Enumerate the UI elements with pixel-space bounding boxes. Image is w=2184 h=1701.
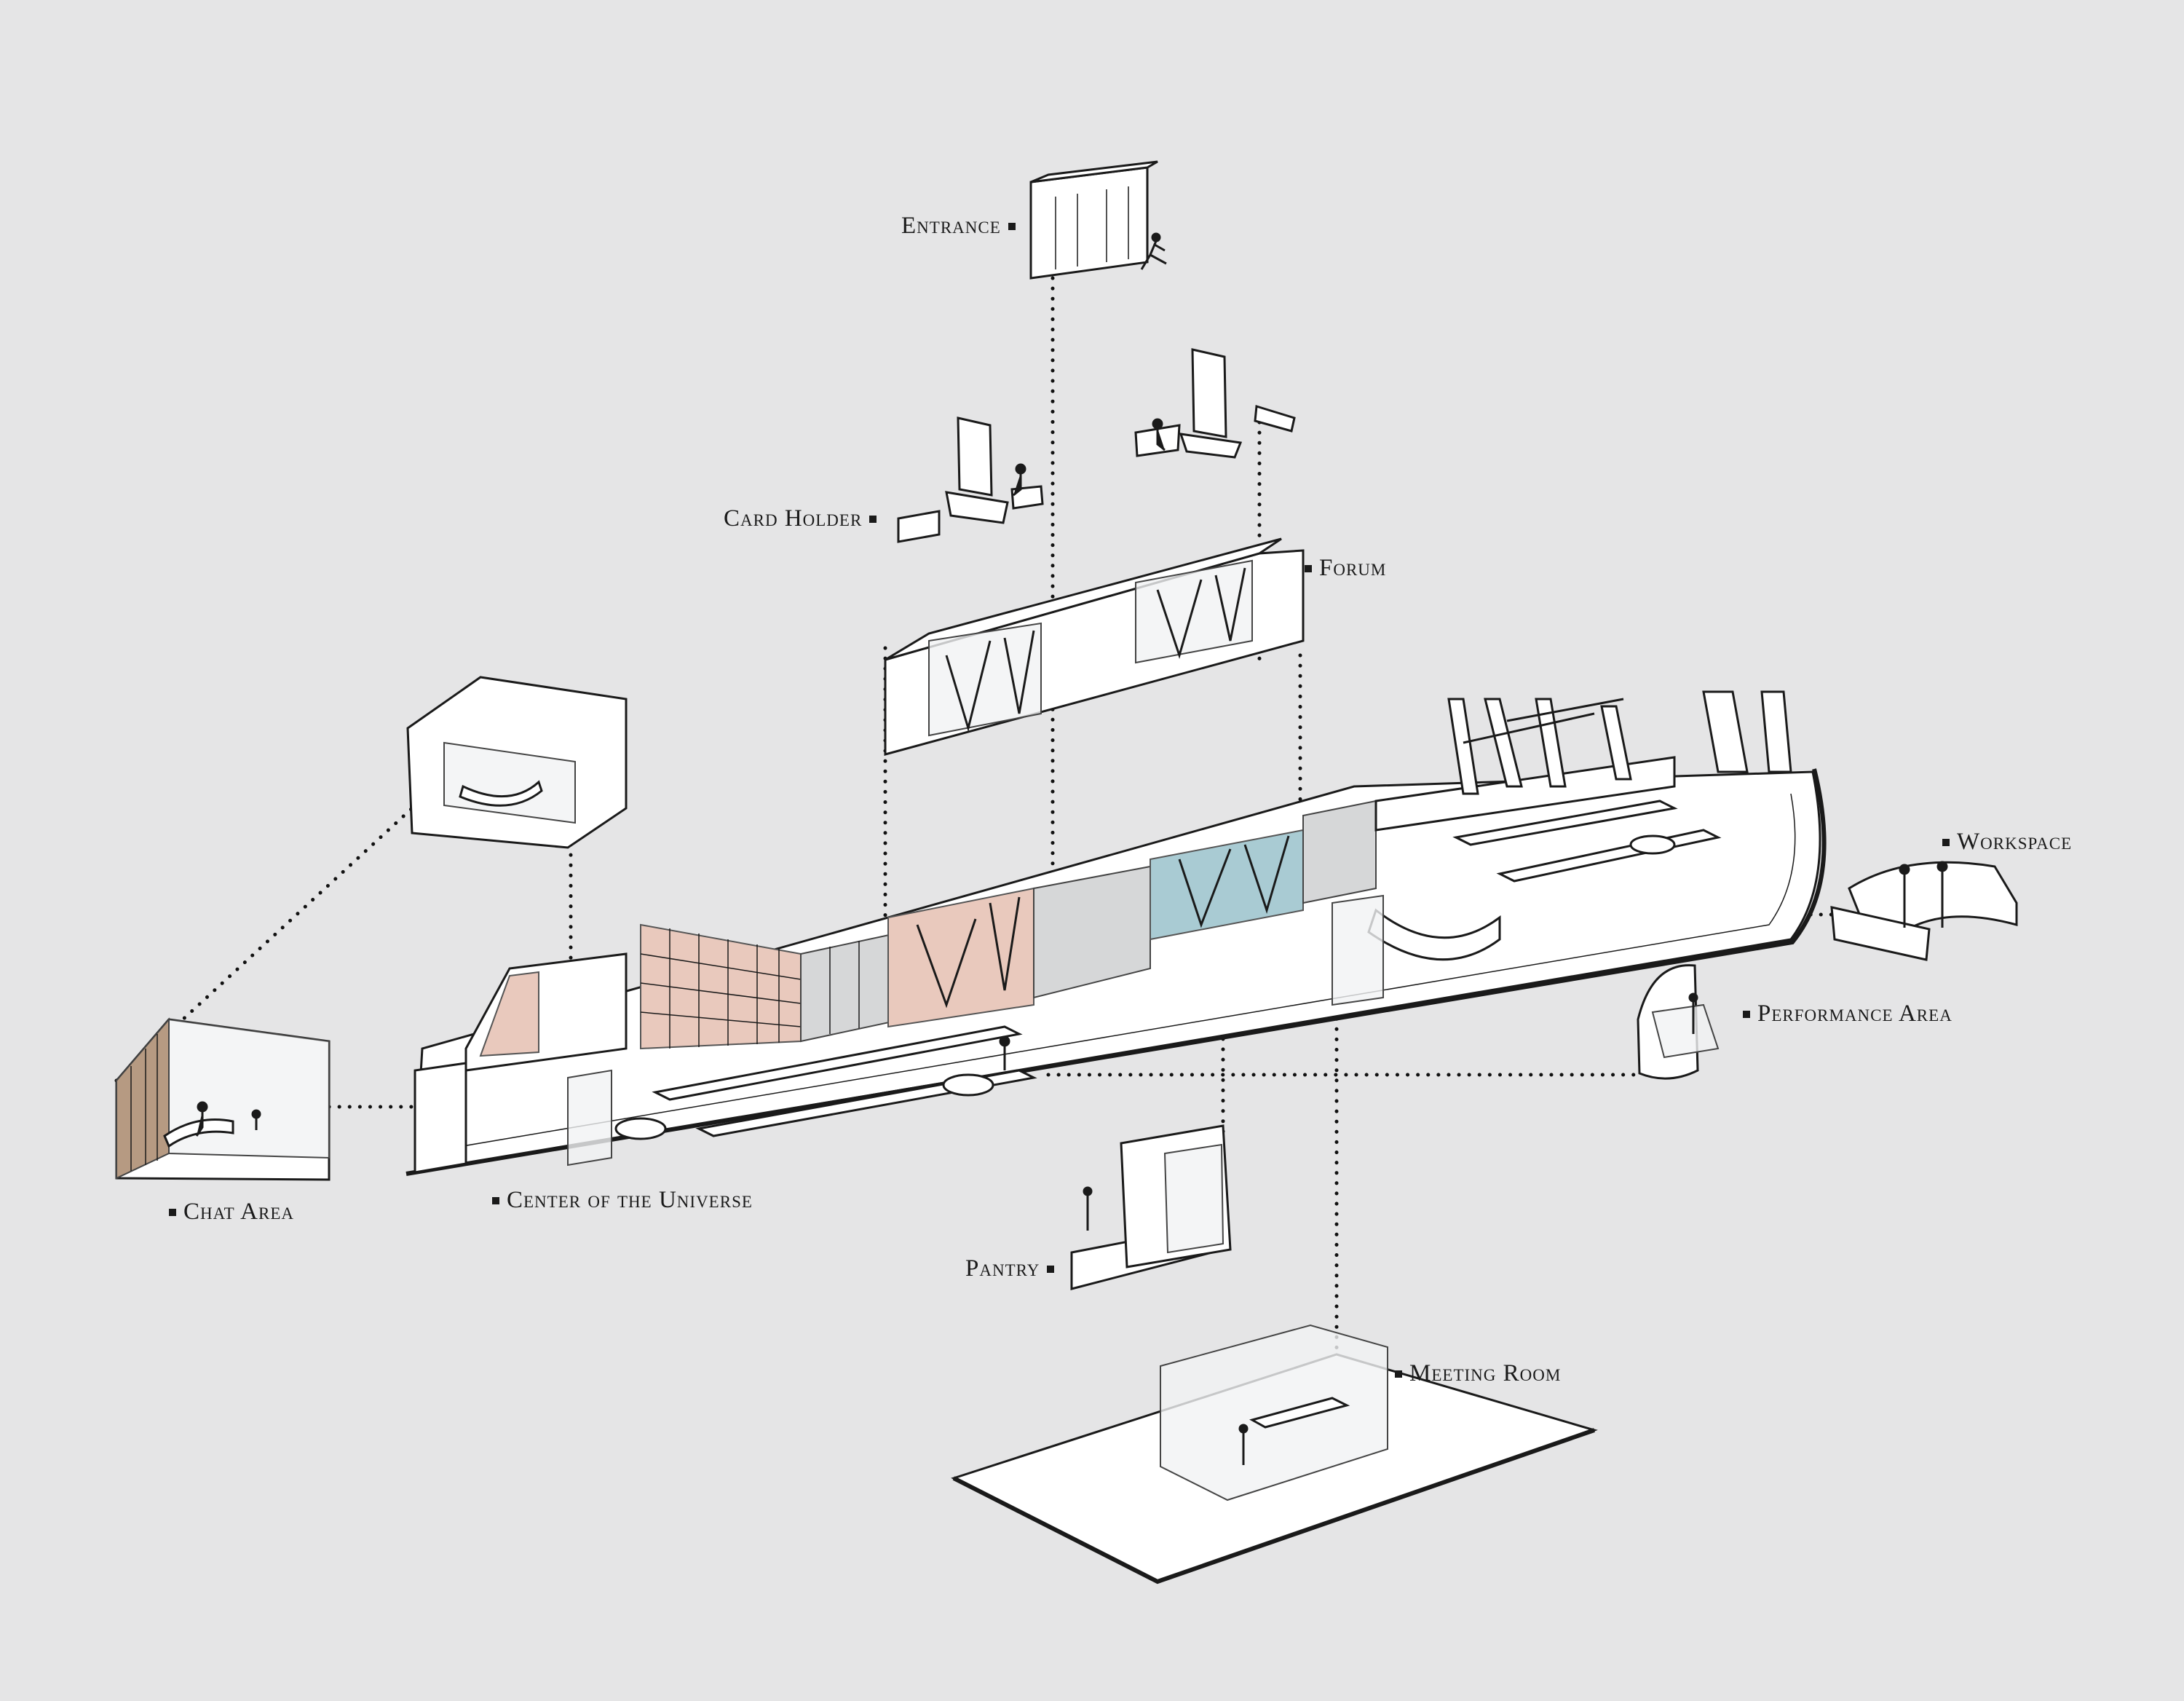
label-meeting-room: Meeting Room [1395,1360,1561,1387]
label-pantry: Pantry [965,1255,1055,1282]
upper-room-module [406,676,628,849]
label-forum: Forum [1305,555,1386,582]
label-performance-area: Performance Area [1743,1001,1952,1027]
performance-area-module [1637,964,1720,1080]
label-bullet [492,1196,499,1204]
label-meeting-room-text: Meeting Room [1409,1360,1562,1386]
pantry-module [1070,1124,1232,1290]
chat-area-module [115,1017,331,1181]
label-workspace-text: Workspace [1957,829,2073,855]
label-forum-text: Forum [1319,555,1387,581]
label-performance-area-text: Performance Area [1757,1001,1952,1027]
label-bullet [869,515,877,523]
label-center-of-the-universe-text: Center of the Universe [507,1187,753,1213]
pink-grid-wall [640,923,802,1050]
forum-module [884,537,1305,756]
entrance-module [1029,160,1167,280]
label-bullet [1008,222,1016,230]
label-bullet [1942,838,1950,846]
label-pantry-text: Pantry [965,1255,1040,1282]
label-card-holder: Card Holder [724,505,877,532]
label-workspace: Workspace [1942,829,2072,856]
card-holder-module [897,348,1296,543]
label-entrance-text: Entrance [901,213,1001,239]
label-chat-area-text: Chat Area [183,1199,294,1225]
label-center-of-the-universe: Center of the Universe [492,1187,753,1214]
label-bullet [169,1208,176,1216]
label-bullet [1395,1370,1402,1378]
label-entrance: Entrance [901,213,1016,240]
label-card-holder-text: Card Holder [724,505,863,532]
label-bullet [1305,564,1312,572]
label-bullet [1047,1265,1055,1273]
label-chat-area: Chat Area [169,1199,294,1226]
rooftop-sculpture [1447,690,1792,795]
main-floor-plan [405,690,1827,1176]
meeting-room-module [951,1324,1598,1584]
label-bullet [1743,1010,1750,1018]
workspace-module [1830,861,2018,961]
